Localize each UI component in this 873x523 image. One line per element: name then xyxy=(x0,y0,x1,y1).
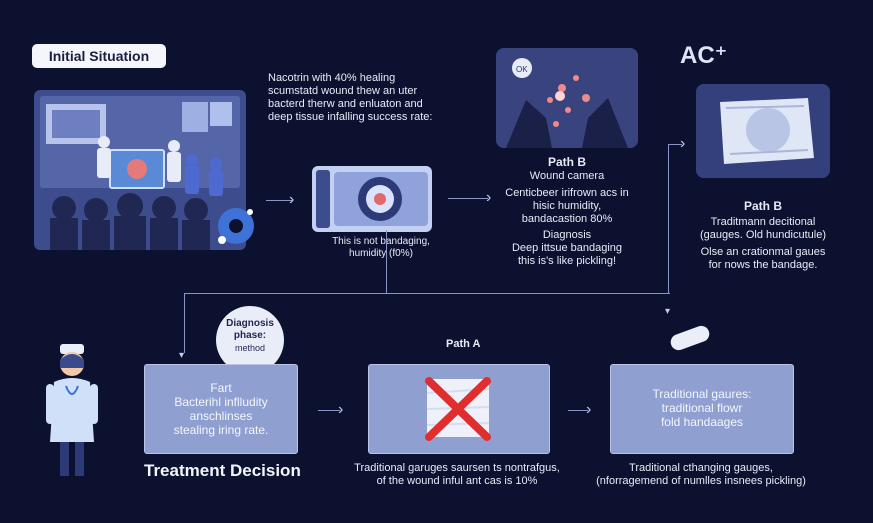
path-b-gauze-line: (gauges. Old hundicutule) xyxy=(700,229,826,241)
connector-line xyxy=(266,200,292,201)
ac-plus-label: AC⁺ xyxy=(680,42,728,69)
wound-camera-card: OK xyxy=(496,48,638,148)
connector-line xyxy=(568,410,588,411)
path-b-gauze-line: for nows the bandage. xyxy=(708,259,818,271)
path-a-box xyxy=(368,364,550,454)
arrow-down-icon: ▾ xyxy=(179,350,185,361)
path-b-camera-text: Path B Wound camera Centicbeer irifrown … xyxy=(486,154,648,268)
arrow-right-icon: › xyxy=(338,401,344,418)
path-b-gauze-title: Path B xyxy=(743,199,782,213)
arrow-right-icon: › xyxy=(486,189,492,206)
path-a-caption-line: of the wound inful ant cas is 10% xyxy=(376,475,538,487)
nurse-illustration xyxy=(40,342,104,482)
traditional-line: Traditional gaures: xyxy=(652,387,752,401)
diagnosis-bubble-line: phase: xyxy=(233,330,267,341)
hands-sensor-image: OK xyxy=(496,48,638,148)
treatment-line: anschlinses xyxy=(189,409,253,423)
path-a-title: Path A xyxy=(446,338,481,350)
connector-line xyxy=(184,293,185,353)
initial-desc-line: deep tissue infalling success rate: xyxy=(268,111,433,123)
path-b-gauze-line: Traditmann decitional xyxy=(710,216,816,228)
treatment-line: Fart xyxy=(210,381,232,395)
path-b-gauze-text: Path B Traditmann decitional (gauges. Ol… xyxy=(686,198,840,272)
traditional-caption-line: (nforragemend of numlles insnees picklin… xyxy=(596,475,806,487)
traditional-caption: Traditional cthanging gauges, (nforragem… xyxy=(590,462,812,488)
connector-line xyxy=(318,410,340,411)
traditional-line: traditional flowr xyxy=(661,401,743,415)
treatment-line: stealing iring rate. xyxy=(173,423,269,437)
initial-desc-line: bacterd therw and enluaton and xyxy=(268,98,423,110)
monitoring-device-illustration xyxy=(312,166,432,232)
treatment-line: Bacterihl inflludity xyxy=(174,395,268,409)
gauze-pad-image xyxy=(696,84,830,178)
path-b-camera-subtitle: Wound camera xyxy=(529,170,605,182)
connector-line xyxy=(668,144,682,145)
path-b-line: Diagnosis xyxy=(542,229,592,241)
connector-line xyxy=(448,198,488,199)
path-b-line: Centicbeer irifrown acs in xyxy=(505,187,629,199)
svg-text:OK: OK xyxy=(516,65,528,74)
traditional-caption-line: Traditional cthanging gauges, xyxy=(629,462,773,474)
initial-description: Nacotrin with 40% healing scumstatd woun… xyxy=(268,72,468,124)
device-caption: This is not bandaging, humidity (f0%) xyxy=(316,236,446,260)
path-b-line: bandacastion 80% xyxy=(521,213,613,225)
connector-line xyxy=(184,293,670,294)
path-b-gauze-line: Olse an crationmal gaues xyxy=(700,246,826,258)
device-caption-line: This is not bandaging, xyxy=(332,236,430,247)
pill-icon xyxy=(668,322,712,352)
rejected-cross-icon xyxy=(425,377,491,441)
path-b-line: hisic humidity, xyxy=(532,200,602,212)
arrow-right-icon: › xyxy=(586,401,592,418)
connector-line xyxy=(386,230,387,294)
hospital-room-illustration xyxy=(34,90,246,250)
path-b-camera-title: Path B xyxy=(547,155,586,169)
diagnosis-speech-bubble: Diagnosis phase: method xyxy=(216,306,284,374)
device-caption-line: humidity (f0%) xyxy=(349,248,413,259)
traditional-line: fold handaages xyxy=(660,415,744,429)
connector-line xyxy=(668,144,669,294)
treatment-decision-title: Treatment Decision xyxy=(144,461,301,480)
treatment-info-box: Fart Bacterihl inflludity anschlinses st… xyxy=(144,364,298,454)
arrow-down-icon: ▾ xyxy=(665,306,671,317)
diagnosis-bubble-line: Diagnosis xyxy=(226,318,274,329)
gear-icon xyxy=(214,204,258,248)
path-b-line: Deep ittsue bandaging xyxy=(511,242,623,254)
traditional-gauze-box: Traditional gaures: traditional flowr fo… xyxy=(610,364,794,454)
path-a-caption: Traditional garuges saursen ts nontrafgu… xyxy=(336,462,578,488)
diagnosis-bubble-line: method xyxy=(234,343,266,353)
path-b-line: this is's like pickling! xyxy=(517,255,617,267)
arrow-right-icon: › xyxy=(680,135,686,152)
initial-desc-line: Nacotrin with 40% healing xyxy=(268,72,396,84)
room-scene-image xyxy=(34,90,246,250)
initial-desc-line: scumstatd wound thew an uter xyxy=(268,85,418,97)
arrow-right-icon: › xyxy=(289,191,295,208)
path-a-caption-line: Traditional garuges saursen ts nontrafgu… xyxy=(354,462,560,474)
initial-situation-label: Initial Situation xyxy=(32,44,166,68)
gauze-card xyxy=(696,84,830,178)
